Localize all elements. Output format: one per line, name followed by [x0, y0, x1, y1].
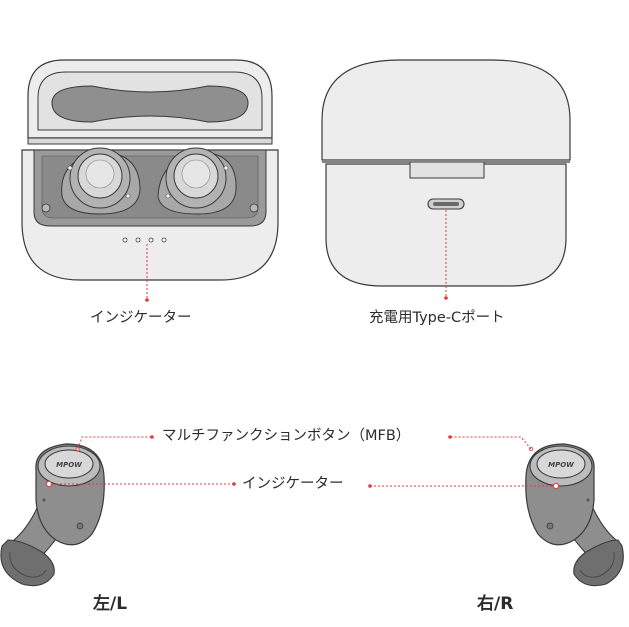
case-earbud-right — [157, 147, 237, 215]
charging-port-label: 充電用Type-Cポート — [369, 310, 505, 326]
case-indicator-label: インジケーター — [90, 310, 192, 326]
open-charging-case — [21, 59, 279, 302]
case-indicator-leds — [122, 237, 167, 243]
indicator-led-left — [45, 480, 53, 488]
earbud-left: MPOW — [0, 443, 105, 587]
indicator-led-right — [552, 482, 560, 490]
brand-logo-right: MPOW — [548, 461, 574, 469]
earbud-right: MPOW — [525, 443, 624, 587]
closed-charging-case — [321, 59, 571, 300]
case-earbud-left — [61, 147, 141, 215]
earbud-indicator-label: インジケーター — [242, 476, 344, 492]
mfb-label: マルチファンクションボタン（MFB） — [162, 428, 411, 444]
usb-c-port — [427, 198, 465, 210]
brand-logo-left: MPOW — [56, 461, 82, 469]
earbud-indicator-callouts — [52, 483, 553, 487]
right-side-label: 右/R — [477, 594, 514, 614]
left-side-label: 左/L — [93, 594, 128, 614]
mfb-callouts — [77, 436, 532, 450]
